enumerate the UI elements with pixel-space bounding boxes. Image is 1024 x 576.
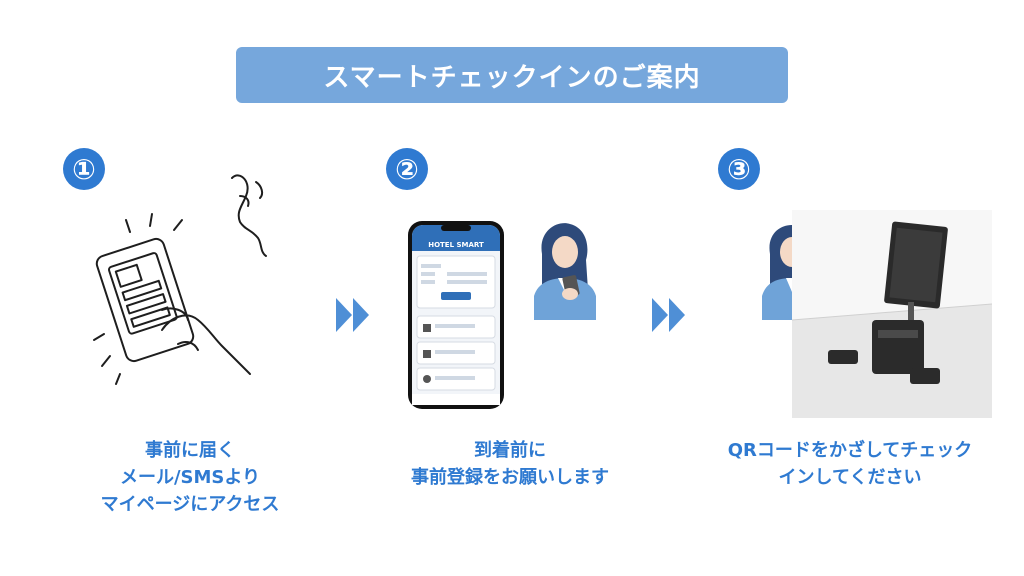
step-2-line-1: 到着前に (474, 440, 546, 461)
step-2-number: ② (386, 148, 428, 190)
step-1-line-3: マイページにアクセス (100, 494, 280, 515)
title-banner: スマートチェックインのご案内 (236, 47, 788, 103)
step-1-illustration (93, 174, 267, 385)
double-chevron-right-icon (652, 298, 685, 332)
step-1-caption: 事前に届く メール/SMSより マイページにアクセス (40, 437, 340, 518)
step-3-kiosk (791, 210, 993, 418)
step-2-phone: HOTEL SMART (408, 221, 504, 409)
step-2-line-2: 事前登録をお願いします (411, 467, 609, 488)
step-1-line-2: メール/SMSより (119, 467, 261, 488)
double-chevron-right-icon (336, 298, 369, 332)
step-2-caption: 到着前に 事前登録をお願いします (360, 437, 660, 491)
step-1-number: ① (63, 148, 105, 190)
step-3-caption: QRコードをかざしてチェック インしてください (700, 437, 1000, 491)
step-1-line-1: 事前に届く (145, 440, 235, 461)
phone-brand: HOTEL SMART (428, 241, 484, 249)
step-2-person (534, 223, 596, 320)
step-3-line-2: インしてください (778, 467, 922, 488)
step-3-number: ③ (718, 148, 760, 190)
step-3-line-1: QRコードをかざしてチェック (727, 440, 973, 461)
page-title: スマートチェックインのご案内 (323, 62, 701, 93)
